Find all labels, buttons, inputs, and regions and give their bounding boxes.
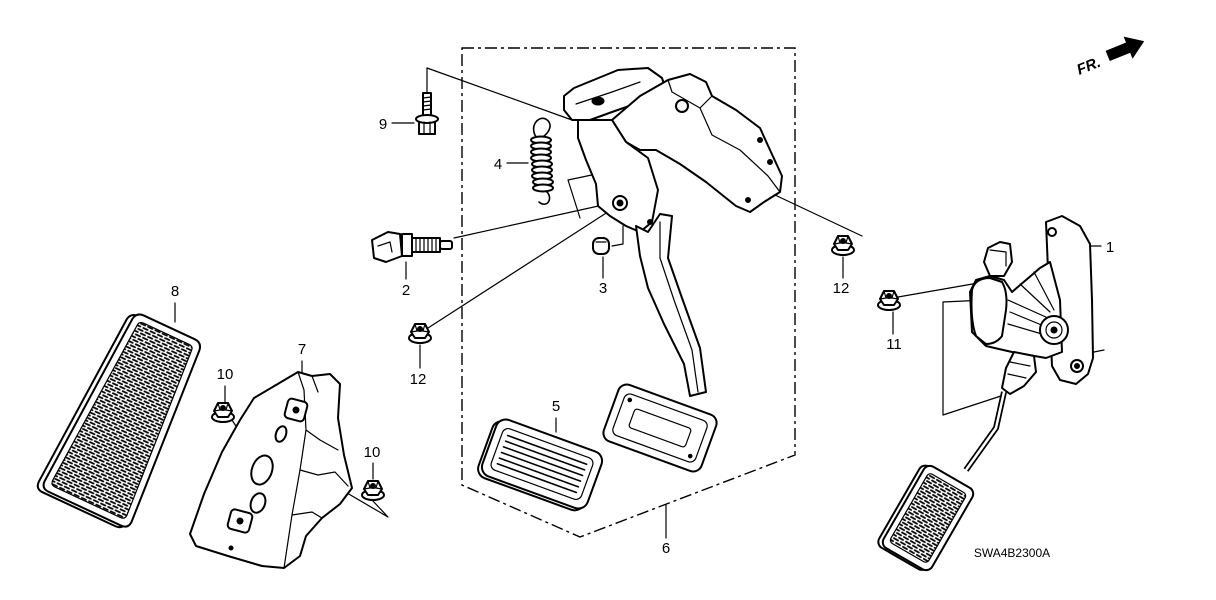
callout-labels: 9 4 2 3 12 12 1 11 8 7 10 10 5 6 xyxy=(171,116,1114,557)
callout-label: 10 xyxy=(217,366,234,383)
pad-grip-surface xyxy=(51,321,193,519)
callout-leader-lines xyxy=(174,122,1102,539)
callout-label: 10 xyxy=(364,444,381,461)
flange-nut xyxy=(211,402,235,423)
bracket-hole xyxy=(226,508,254,534)
return-spring xyxy=(530,117,554,206)
pedal-pad-small xyxy=(477,418,604,512)
callout-label: 4 xyxy=(494,156,502,173)
accelerator-pedal-module xyxy=(877,215,1094,572)
pedal-lever xyxy=(1001,351,1037,395)
stop-switch xyxy=(371,231,453,263)
callout-label: 1 xyxy=(1106,239,1114,256)
flange-nut xyxy=(877,290,901,311)
diagram-code: SWA4B2300A xyxy=(974,546,1050,560)
pedal-stopper xyxy=(592,237,610,255)
bracket-hole xyxy=(250,454,274,486)
direction-label: FR. xyxy=(1074,54,1103,79)
flange-bolt xyxy=(415,92,439,135)
flange-nut xyxy=(408,323,432,344)
side-plate-right xyxy=(611,73,783,213)
pedal-pad-mount xyxy=(602,383,718,473)
brake-pedal-assembly xyxy=(563,67,783,473)
callout-label: 2 xyxy=(402,282,410,299)
callout-label: 6 xyxy=(662,540,670,557)
sensor-connector xyxy=(983,241,1013,277)
assembly-boundary-dashed xyxy=(461,47,796,538)
callout-label: 7 xyxy=(298,341,306,358)
callout-label: 9 xyxy=(379,116,387,133)
accelerator-pedal-pad xyxy=(877,464,975,572)
pedal-arm xyxy=(635,213,707,397)
side-plate-left xyxy=(577,119,659,233)
callout-label: 5 xyxy=(552,398,560,415)
callout-label: 12 xyxy=(833,280,850,297)
callout-label: 11 xyxy=(886,336,902,353)
callout-label: 8 xyxy=(171,283,179,300)
flange-nut xyxy=(361,480,385,501)
flange-nut xyxy=(831,235,855,256)
bracket-hole xyxy=(274,425,288,443)
callout-label: 12 xyxy=(410,371,427,388)
pedal-pad-large xyxy=(36,313,202,529)
bracket-hole xyxy=(249,492,267,514)
callout-label: 3 xyxy=(599,280,607,297)
bracket-hole xyxy=(283,397,309,423)
pedal-bracket xyxy=(189,371,353,569)
front-direction-arrow-icon: FR. xyxy=(1074,36,1145,79)
